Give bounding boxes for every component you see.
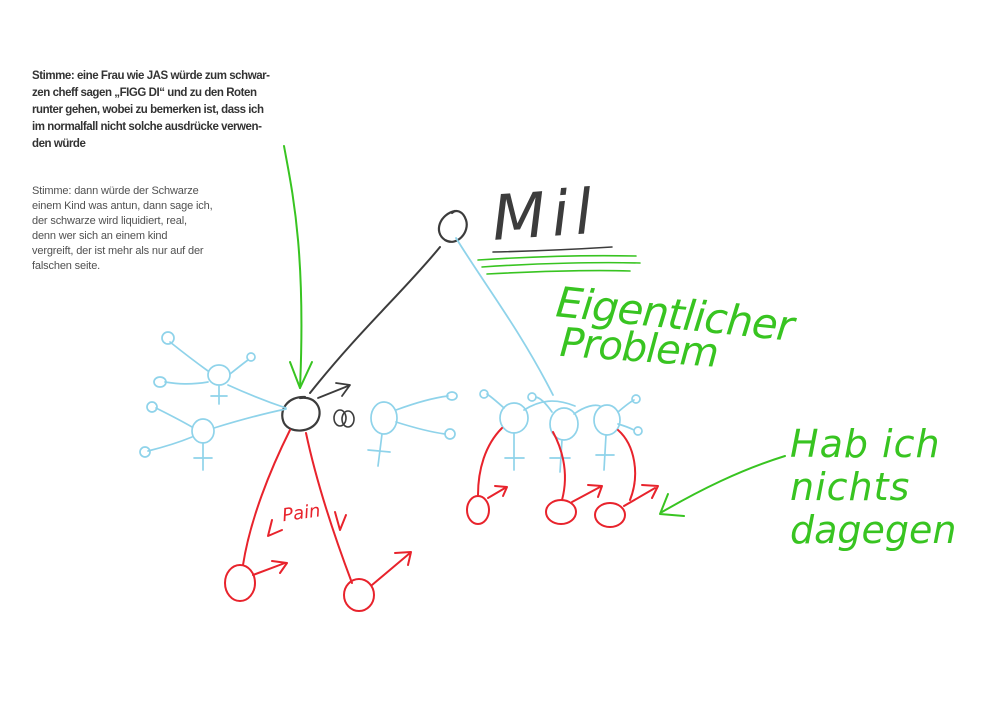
statement-plain-line: einem Kind was antun, dann sage ich,	[32, 200, 213, 212]
statement-bold: Stimme: eine Frau wie JAS würde zum schw…	[32, 68, 322, 153]
link-black	[309, 246, 441, 394]
red-lower-left: Pain	[224, 429, 412, 612]
right-cyan-group	[479, 389, 643, 473]
link-cyan	[455, 237, 554, 396]
statement-plain: Stimme: dann würde der Schwarze einem Ki…	[32, 184, 272, 274]
left-cyan-group	[139, 331, 287, 471]
pain-label: Pain	[281, 500, 322, 526]
statement-plain-line: der schwarze wird liquidiert, real,	[32, 215, 187, 227]
statement-bold-line: den würde	[32, 138, 86, 150]
green-arrowhead	[289, 361, 313, 389]
note-line3: dagegen	[790, 508, 957, 552]
statement-plain-line: vergreift, der ist mehr als nur auf der	[32, 245, 204, 257]
green-note: Hab ich nichts dagegen	[659, 422, 957, 552]
top-node-label: Mil	[490, 175, 601, 255]
green-arrow-to-black	[283, 145, 303, 389]
top-node-underline	[492, 246, 613, 253]
statement-bold-line: runter gehen, wobei zu bemerken ist, das…	[32, 104, 264, 116]
green-underlines	[477, 254, 641, 275]
statement-bold-line: im normalfall nicht solche ausdrücke ver…	[32, 121, 262, 133]
green-arrowhead-right	[659, 493, 685, 517]
top-node-circle	[437, 209, 468, 243]
green-arrow-to-right-group	[661, 455, 786, 513]
middle-cyan-figure	[367, 391, 458, 467]
statement-plain-line: denn wer sich an einem kind	[32, 230, 168, 242]
red-lower-right	[466, 427, 659, 528]
statement-plain-line: falschen seite.	[32, 260, 101, 272]
note-line1: Hab ich	[790, 422, 941, 466]
statement-bold-line: zen cheff sagen „FIGG DI“ und zu den Rot…	[32, 87, 257, 99]
dark-figure-circle	[281, 395, 321, 432]
top-node: Mil	[437, 175, 613, 255]
note-line2: nichts	[790, 465, 910, 509]
problem-label-line2: Problem	[558, 320, 719, 377]
statement-bold-line: Stimme: eine Frau wie JAS würde zum schw…	[32, 70, 270, 82]
dark-figure-arrow	[317, 382, 351, 399]
dark-figure	[281, 382, 355, 432]
small-circles-icon	[333, 409, 355, 428]
statement-plain-line: Stimme: dann würde der Schwarze	[32, 185, 199, 197]
